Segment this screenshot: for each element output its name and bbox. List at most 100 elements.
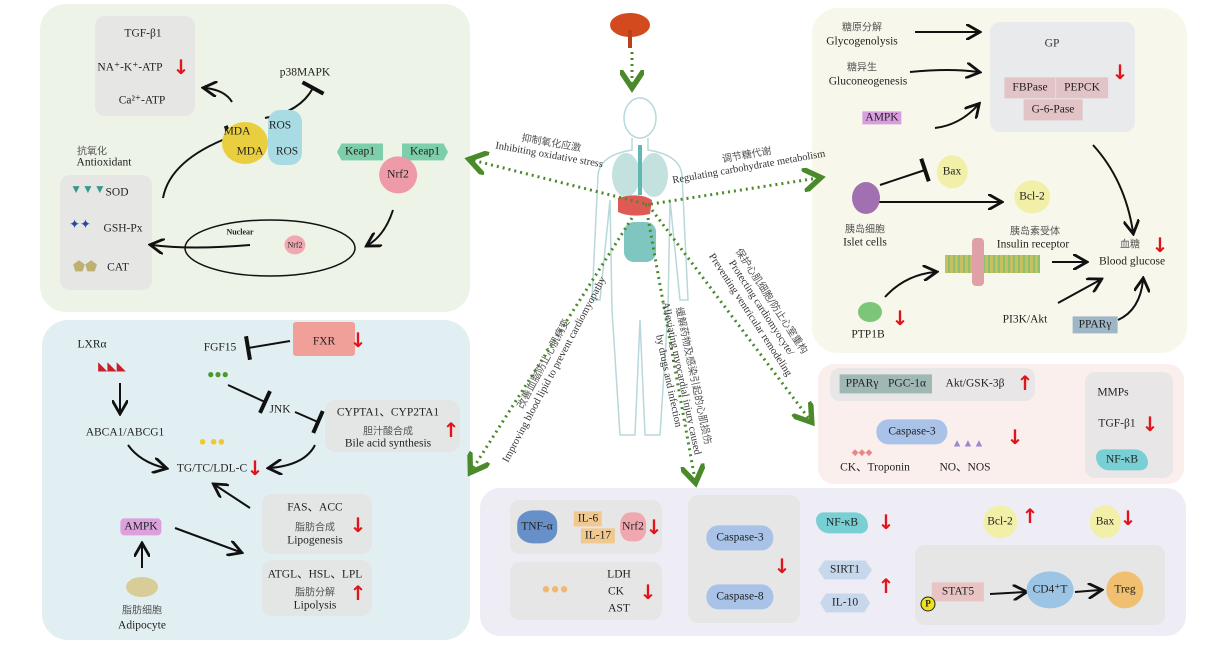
caspase3-label: Caspase-3 — [706, 525, 774, 551]
fxr-label: FXR — [312, 335, 336, 348]
treg-label: Treg — [1106, 571, 1144, 609]
antioxidant-box — [60, 175, 152, 290]
up-arrow-icon: ↑ — [1016, 371, 1034, 395]
tnf-alpha-label: TNF-α — [517, 510, 557, 544]
stat5-label: STAT5 — [931, 582, 985, 602]
ampk-label: AMPK — [120, 518, 162, 536]
tgf-label: TGF-β1 — [1098, 417, 1136, 430]
il17-label: IL-17 — [580, 528, 616, 544]
down-arrow-icon: ↓ — [773, 554, 791, 578]
bax-label: Bax — [1089, 505, 1121, 539]
up-arrow-icon: ↑ — [877, 574, 895, 598]
no-nos-icon: ▲▲▲ — [951, 437, 985, 450]
down-arrow-icon: ↓ — [1111, 60, 1129, 84]
bile-acid-zh-label: 胆汁酸合成 — [363, 426, 413, 438]
antioxidant-label: Antioxidant — [76, 156, 132, 169]
tgf-label: TGF-β1 — [124, 27, 162, 40]
adipocyte-icon — [126, 577, 158, 597]
gsh-px-icon: ✦✦ — [69, 216, 91, 232]
down-arrow-icon: ↓ — [349, 513, 367, 537]
ppar-gamma-label: PPARγ — [1072, 316, 1118, 334]
down-arrow-icon: ↓ — [1151, 233, 1169, 257]
gp-label: GP — [1044, 37, 1060, 50]
ptp1b-icon — [858, 302, 882, 322]
glycogenolysis-label: Glycogenolysis — [826, 35, 898, 48]
akt-gsk-label: Akt/GSK-3β — [945, 377, 1005, 390]
pepck-label: PEPCK — [1056, 77, 1108, 99]
down-arrow-icon: ↓ — [349, 328, 367, 352]
g6pase-label: G-6-Pase — [1023, 99, 1083, 121]
pi3k-akt-label: PI3K/Akt — [1002, 313, 1048, 326]
down-arrow-icon: ↓ — [1141, 412, 1159, 436]
ldh-label: LDH — [607, 568, 631, 581]
insulin-receptor-label: Insulin receptor — [996, 238, 1070, 251]
down-arrow-icon: ↓ — [877, 510, 895, 534]
ppar-gamma-label: PPARγ — [839, 374, 885, 394]
gsh-px-label: GSH-Px — [103, 222, 143, 235]
ck-label: CK — [608, 585, 624, 598]
atpase-box — [95, 16, 195, 116]
sod-icon: ▼▼▼ — [70, 182, 106, 197]
gluconeogenesis-label: Gluconeogenesis — [828, 75, 908, 88]
receptor-icon — [972, 238, 984, 286]
fbpase-label: FBPase — [1004, 77, 1056, 99]
sod-label: SOD — [105, 186, 129, 199]
sirt1-label: SIRT1 — [818, 560, 872, 580]
lipid-panel — [42, 320, 470, 640]
bcl2-label: Bcl-2 — [1014, 180, 1050, 214]
caspase8-label: Caspase-8 — [706, 584, 774, 610]
lipolysis-zh-label: 脂肪分解 — [295, 587, 335, 599]
human-body-icon — [591, 97, 689, 436]
islet-cell-icon — [852, 182, 880, 214]
pathway-arrows — [472, 52, 818, 480]
islet-zh-label: 胰岛细胞 — [845, 224, 885, 236]
adipocyte-zh-label: 脂肪细胞 — [122, 605, 162, 617]
phosphorylation-icon: P — [920, 596, 936, 612]
ros-label: ROS — [275, 145, 299, 158]
keap1-label: Keap1 — [401, 143, 449, 161]
bile-box — [325, 400, 460, 452]
cyp-label: CYPTA1、CYP2TA1 — [336, 406, 440, 419]
lipid-droplets-icon: ● ●● — [198, 433, 226, 449]
nrf2-label: Nrf2 — [379, 156, 417, 194]
nrf2-dna-label: Nrf2 — [284, 235, 306, 255]
bcl2-label: Bcl-2 — [983, 505, 1017, 539]
down-arrow-icon: ↓ — [645, 515, 663, 539]
down-arrow-icon: ↓ — [891, 306, 909, 330]
lxr-icon: ◣◣◣ — [98, 359, 126, 374]
fgf15-label: FGF15 — [203, 341, 237, 354]
down-arrow-icon: ↓ — [246, 456, 264, 480]
atgl-hsl-lpl-label: ATGL、HSL、LPL — [267, 568, 363, 581]
ptp1b-label: PTP1B — [851, 328, 885, 341]
ck-troponin-icon: ◆◆◆ — [851, 446, 873, 457]
up-arrow-icon: ↑ — [1021, 504, 1039, 528]
fxr-cells-icon — [293, 322, 355, 356]
abca1-abcg1-label: ABCA1/ABCG1 — [85, 426, 165, 439]
islet-label: Islet cells — [843, 236, 887, 249]
antioxidant-zh-label: 抗氧化 — [77, 146, 107, 158]
no-nos-label: NO、NOS — [939, 461, 991, 474]
enzyme-marker-box — [510, 562, 662, 620]
down-arrow-icon: ↓ — [172, 55, 190, 79]
keap1-label: Keap1 — [336, 143, 384, 161]
mushroom-icon — [610, 13, 650, 48]
bax-label: Bax — [936, 155, 968, 189]
mmps-label: MMPs — [1097, 386, 1129, 399]
down-arrow-icon: ↓ — [1119, 506, 1137, 530]
gluconeogenesis-zh-label: 糖异生 — [847, 62, 877, 74]
pgc1a-label: PGC-1α — [882, 374, 932, 394]
enzyme-droplets-icon: ●●● — [541, 581, 569, 598]
tg-tc-ldlc-label: TG/TC/LDL-C — [176, 462, 248, 475]
up-arrow-icon: ↑ — [442, 418, 460, 442]
lipogenesis-box — [262, 494, 372, 554]
blood-glucose-label: Blood glucose — [1098, 255, 1166, 268]
nrf2-label: Nrf2 — [620, 512, 646, 542]
nak-atp-label: NA⁺-K⁺-ATP — [97, 61, 163, 74]
ros-icon — [268, 110, 302, 165]
cat-icon: ⬟⬟ — [72, 259, 98, 275]
down-arrow-icon: ↓ — [1006, 425, 1024, 449]
membrane-icon — [945, 255, 1040, 273]
jnk-label: JNK — [269, 403, 291, 416]
up-arrow-icon: ↑ — [349, 581, 367, 605]
